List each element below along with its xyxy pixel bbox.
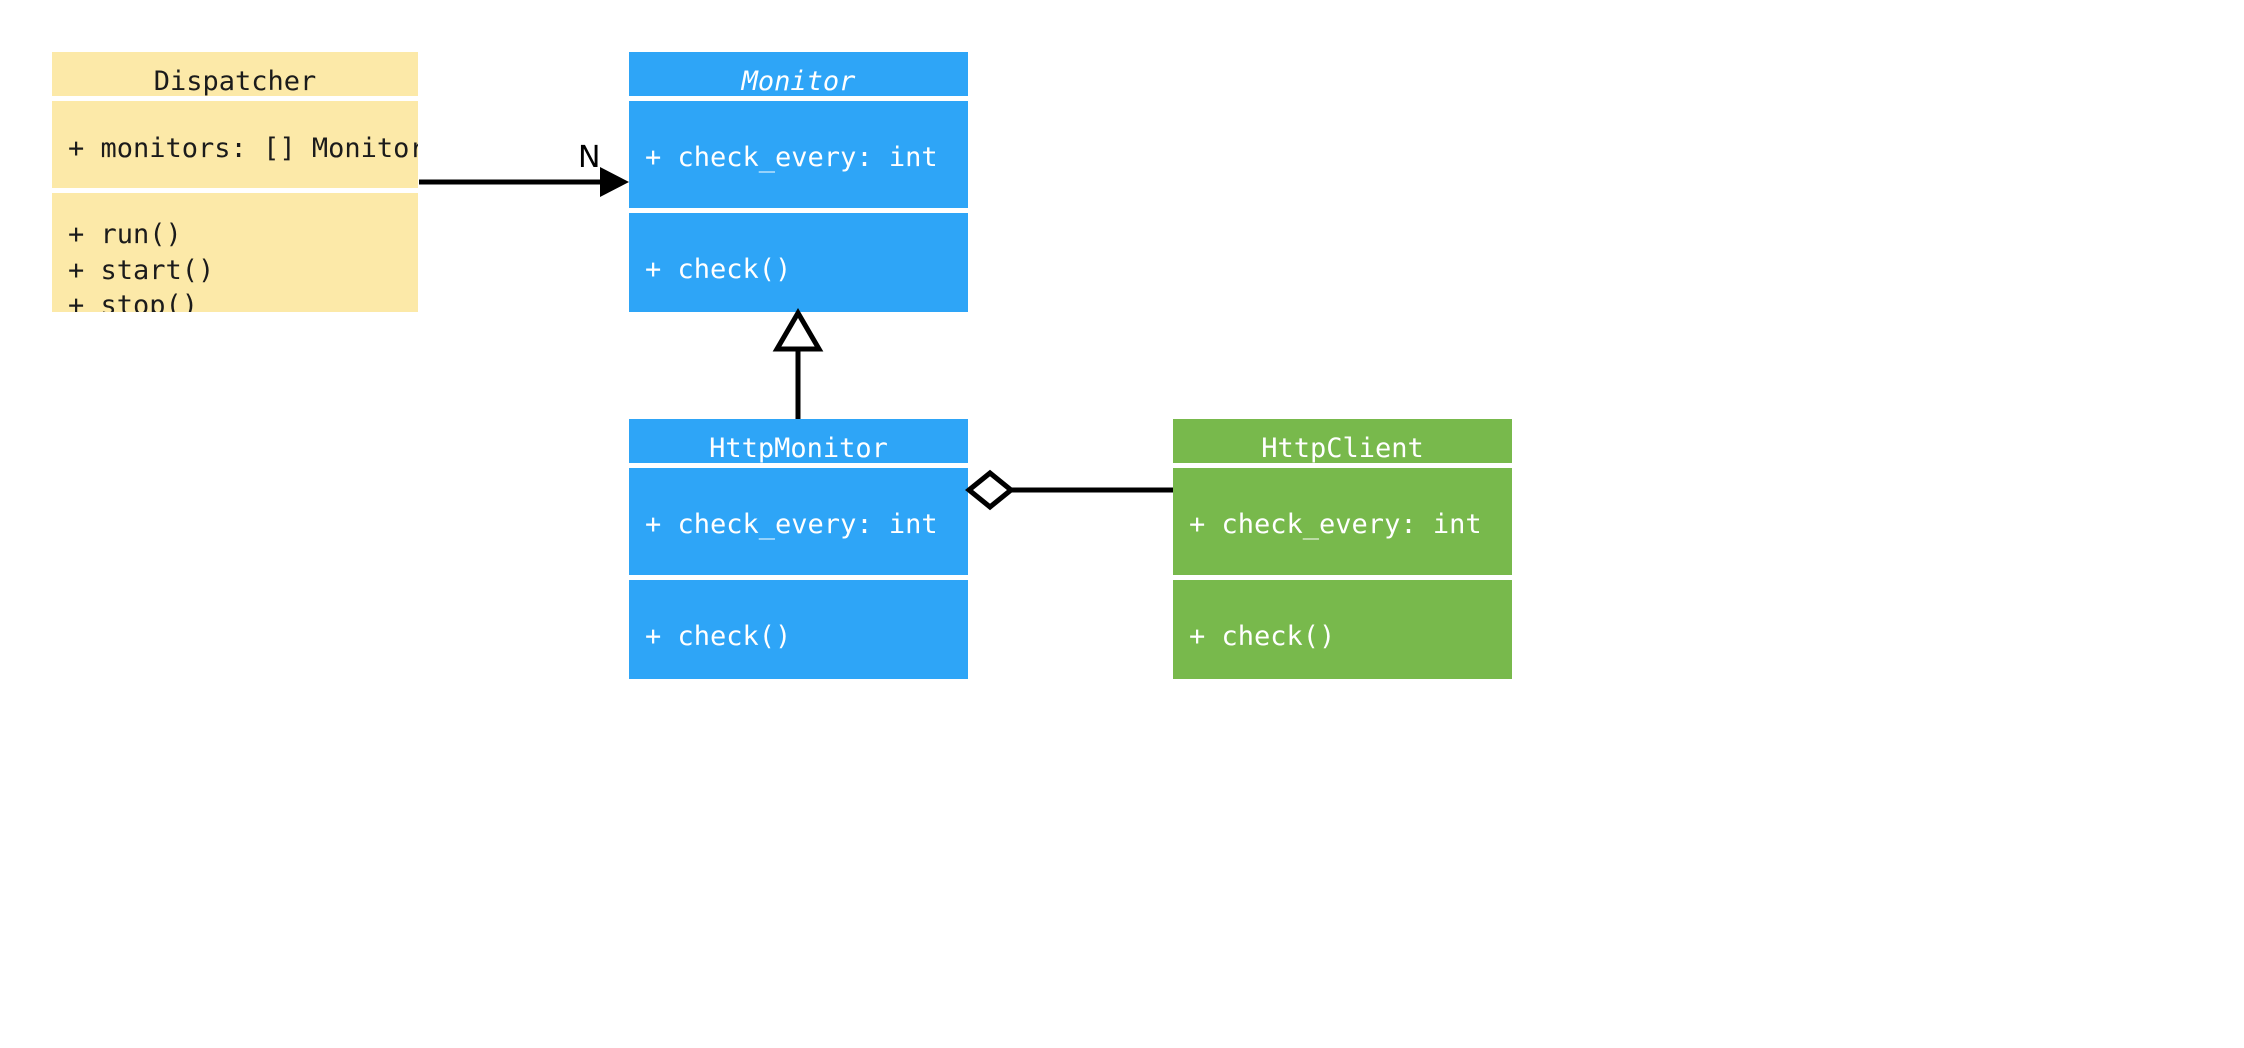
class-header-http-monitor: HttpMonitor [629,419,968,463]
class-box-dispatcher[interactable]: Dispatcher + monitors: [] Monitor + run(… [52,52,418,312]
method-list-http-client: + check() [1189,621,1336,652]
method-list-dispatcher: + run() + start() + stop() [68,219,215,312]
class-name-monitor: Monitor [741,66,856,96]
method-list-monitor: + check() [645,254,792,285]
relation-http-monitor-to-monitor [772,308,824,419]
class-attributes-monitor: + check_every: int [629,101,968,208]
method-list-http-monitor: + check() [645,621,792,652]
attribute-list-http-monitor: + check_every: int [645,509,938,540]
class-header-dispatcher: Dispatcher [52,52,418,96]
hollow-triangle-arrowhead-icon [772,308,824,352]
hollow-diamond-icon [965,469,1015,511]
relation-http-monitor-to-http-client [965,469,1173,511]
class-box-http-monitor[interactable]: HttpMonitor + check_every: int + check() [629,419,968,679]
class-attributes-http-client: + check_every: int [1173,468,1512,575]
attribute-list-http-client: + check_every: int [1189,509,1482,540]
class-methods-http-monitor: + check() [629,580,968,679]
class-methods-monitor: + check() [629,213,968,312]
class-header-monitor: Monitor [629,52,968,96]
class-methods-http-client: + check() [1173,580,1512,679]
class-name-http-client: HttpClient [1261,433,1424,463]
filled-arrowhead-icon [600,167,629,197]
class-box-http-client[interactable]: HttpClient + check_every: int + check() [1173,419,1512,679]
class-attributes-http-monitor: + check_every: int [629,468,968,575]
class-header-http-client: HttpClient [1173,419,1512,463]
class-attributes-dispatcher: + monitors: [] Monitor [52,101,418,188]
attribute-list-monitor: + check_every: int [645,142,938,173]
class-methods-dispatcher: + run() + start() + stop() [52,193,418,312]
class-box-monitor[interactable]: Monitor + check_every: int + check() [629,52,968,312]
attribute-list-dispatcher: + monitors: [] Monitor [68,133,418,164]
class-name-dispatcher: Dispatcher [153,66,317,96]
edge-label-multiplicity-n: N [578,140,601,175]
class-name-http-monitor: HttpMonitor [709,433,888,463]
